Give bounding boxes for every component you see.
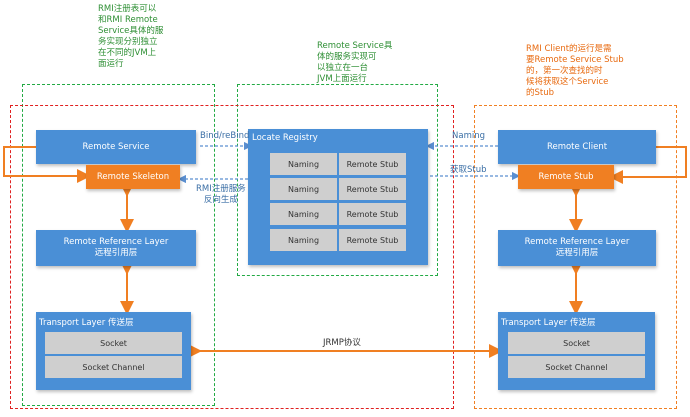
transport-layer-title: Transport Layer 传送层 bbox=[501, 318, 596, 328]
registry-stub-cell: Remote Stub bbox=[339, 229, 406, 251]
remote-client-box: Remote Client bbox=[498, 130, 656, 164]
stub-label: Remote Stub bbox=[346, 184, 399, 194]
note-left-line: 在不同的JVM上 bbox=[98, 48, 157, 58]
ref-layer-title: Remote Reference Layer bbox=[63, 237, 169, 247]
socket-label: Socket bbox=[563, 338, 590, 348]
registry-stub-cell: Remote Stub bbox=[339, 178, 406, 200]
note-left-line: 务实现分别独立 bbox=[98, 37, 158, 47]
client-transport-layer-box: Transport Layer 传送层 Socket Socket Channe… bbox=[498, 312, 655, 390]
locate-registry-title: Locate Registry bbox=[252, 133, 318, 143]
naming-label: Naming bbox=[287, 159, 320, 169]
note-middle-line: 体的服务实现可 bbox=[317, 52, 377, 62]
note-left-line: 面运行 bbox=[98, 59, 124, 69]
rmi-register-line: RMI注册服务 bbox=[196, 184, 246, 194]
ref-layer-subtitle: 远程引用层 bbox=[555, 248, 599, 258]
client-reference-layer-box: Remote Reference Layer 远程引用层 bbox=[498, 230, 656, 266]
remote-stub-box: Remote Stub bbox=[518, 165, 614, 189]
server-socket-box: Socket bbox=[45, 332, 182, 354]
jrmp-label: JRMP协议 bbox=[323, 338, 361, 348]
ref-layer-subtitle: 远程引用层 bbox=[94, 248, 138, 258]
note-left-line: RMI注册表可以 bbox=[98, 4, 157, 14]
note-right-line: 的，第一次查找的时 bbox=[526, 66, 603, 76]
note-middle: Remote Service具 体的服务实现可 以独立在一台 JVM上面运行 bbox=[317, 41, 412, 85]
client-socket-channel-box: Socket Channel bbox=[508, 356, 645, 378]
note-middle-line: Remote Service具 bbox=[317, 41, 393, 51]
naming-edge-label: Naming bbox=[452, 131, 485, 141]
remote-stub-label: Remote Stub bbox=[538, 171, 594, 182]
registry-stub-cell: Remote Stub bbox=[339, 203, 406, 225]
note-right-line: 要Remote Service Stub bbox=[526, 55, 624, 65]
server-transport-layer-box: Transport Layer 传送层 Socket Socket Channe… bbox=[36, 312, 191, 390]
rmi-register-label: RMI注册服务 反向生成 bbox=[196, 184, 246, 206]
ref-layer-title: Remote Reference Layer bbox=[524, 237, 630, 247]
remote-skeleton-label: Remote Skeleton bbox=[96, 171, 170, 182]
note-right: RMI Client的运行是需 要Remote Service Stub 的，第… bbox=[526, 44, 656, 99]
remote-service-label: Remote Service bbox=[82, 141, 150, 152]
get-stub-label: 获取Stub bbox=[450, 165, 487, 175]
registry-stub-cell: Remote Stub bbox=[339, 153, 406, 175]
stub-label: Remote Stub bbox=[346, 159, 399, 169]
bind-rebind-label: Bind/reBind bbox=[200, 131, 250, 141]
socket-channel-label: Socket Channel bbox=[82, 362, 145, 372]
registry-naming-cell: Naming bbox=[270, 153, 337, 175]
naming-label: Naming bbox=[287, 209, 320, 219]
note-middle-line: JVM上面运行 bbox=[317, 74, 367, 84]
registry-naming-cell: Naming bbox=[270, 203, 337, 225]
note-right-line: RMI Client的运行是需 bbox=[526, 44, 612, 54]
stub-label: Remote Stub bbox=[346, 209, 399, 219]
socket-channel-label: Socket Channel bbox=[545, 362, 608, 372]
client-side-region bbox=[474, 105, 677, 409]
client-socket-box: Socket bbox=[508, 332, 645, 354]
server-reference-layer-box: Remote Reference Layer 远程引用层 bbox=[36, 230, 196, 266]
note-left: RMI注册表可以 和RMI Remote Service具体的服 务实现分别独立… bbox=[98, 4, 188, 70]
naming-label: Naming bbox=[287, 235, 320, 245]
server-socket-channel-box: Socket Channel bbox=[45, 356, 182, 378]
remote-client-label: Remote Client bbox=[546, 141, 608, 152]
rmi-register-line: 反向生成 bbox=[203, 195, 238, 205]
note-left-line: 和RMI Remote bbox=[98, 15, 158, 25]
transport-layer-title: Transport Layer 传送层 bbox=[39, 318, 134, 328]
note-right-line: 候将获取这个Service bbox=[526, 77, 609, 87]
remote-service-box: Remote Service bbox=[36, 130, 196, 164]
registry-naming-cell: Naming bbox=[270, 178, 337, 200]
note-right-line: 的Stub bbox=[526, 88, 555, 98]
note-middle-line: 以独立在一台 bbox=[317, 63, 369, 73]
registry-naming-cell: Naming bbox=[270, 229, 337, 251]
naming-label: Naming bbox=[287, 184, 320, 194]
remote-skeleton-box: Remote Skeleton bbox=[86, 165, 180, 189]
server-jvm-region bbox=[22, 84, 215, 406]
note-left-line: Service具体的服 bbox=[98, 26, 164, 36]
locate-registry-box: Locate Registry Naming Remote Stub Namin… bbox=[248, 129, 428, 265]
socket-label: Socket bbox=[100, 338, 127, 348]
stub-label: Remote Stub bbox=[346, 235, 399, 245]
registry-jvm-region bbox=[237, 84, 438, 276]
server-side-region bbox=[10, 105, 454, 409]
